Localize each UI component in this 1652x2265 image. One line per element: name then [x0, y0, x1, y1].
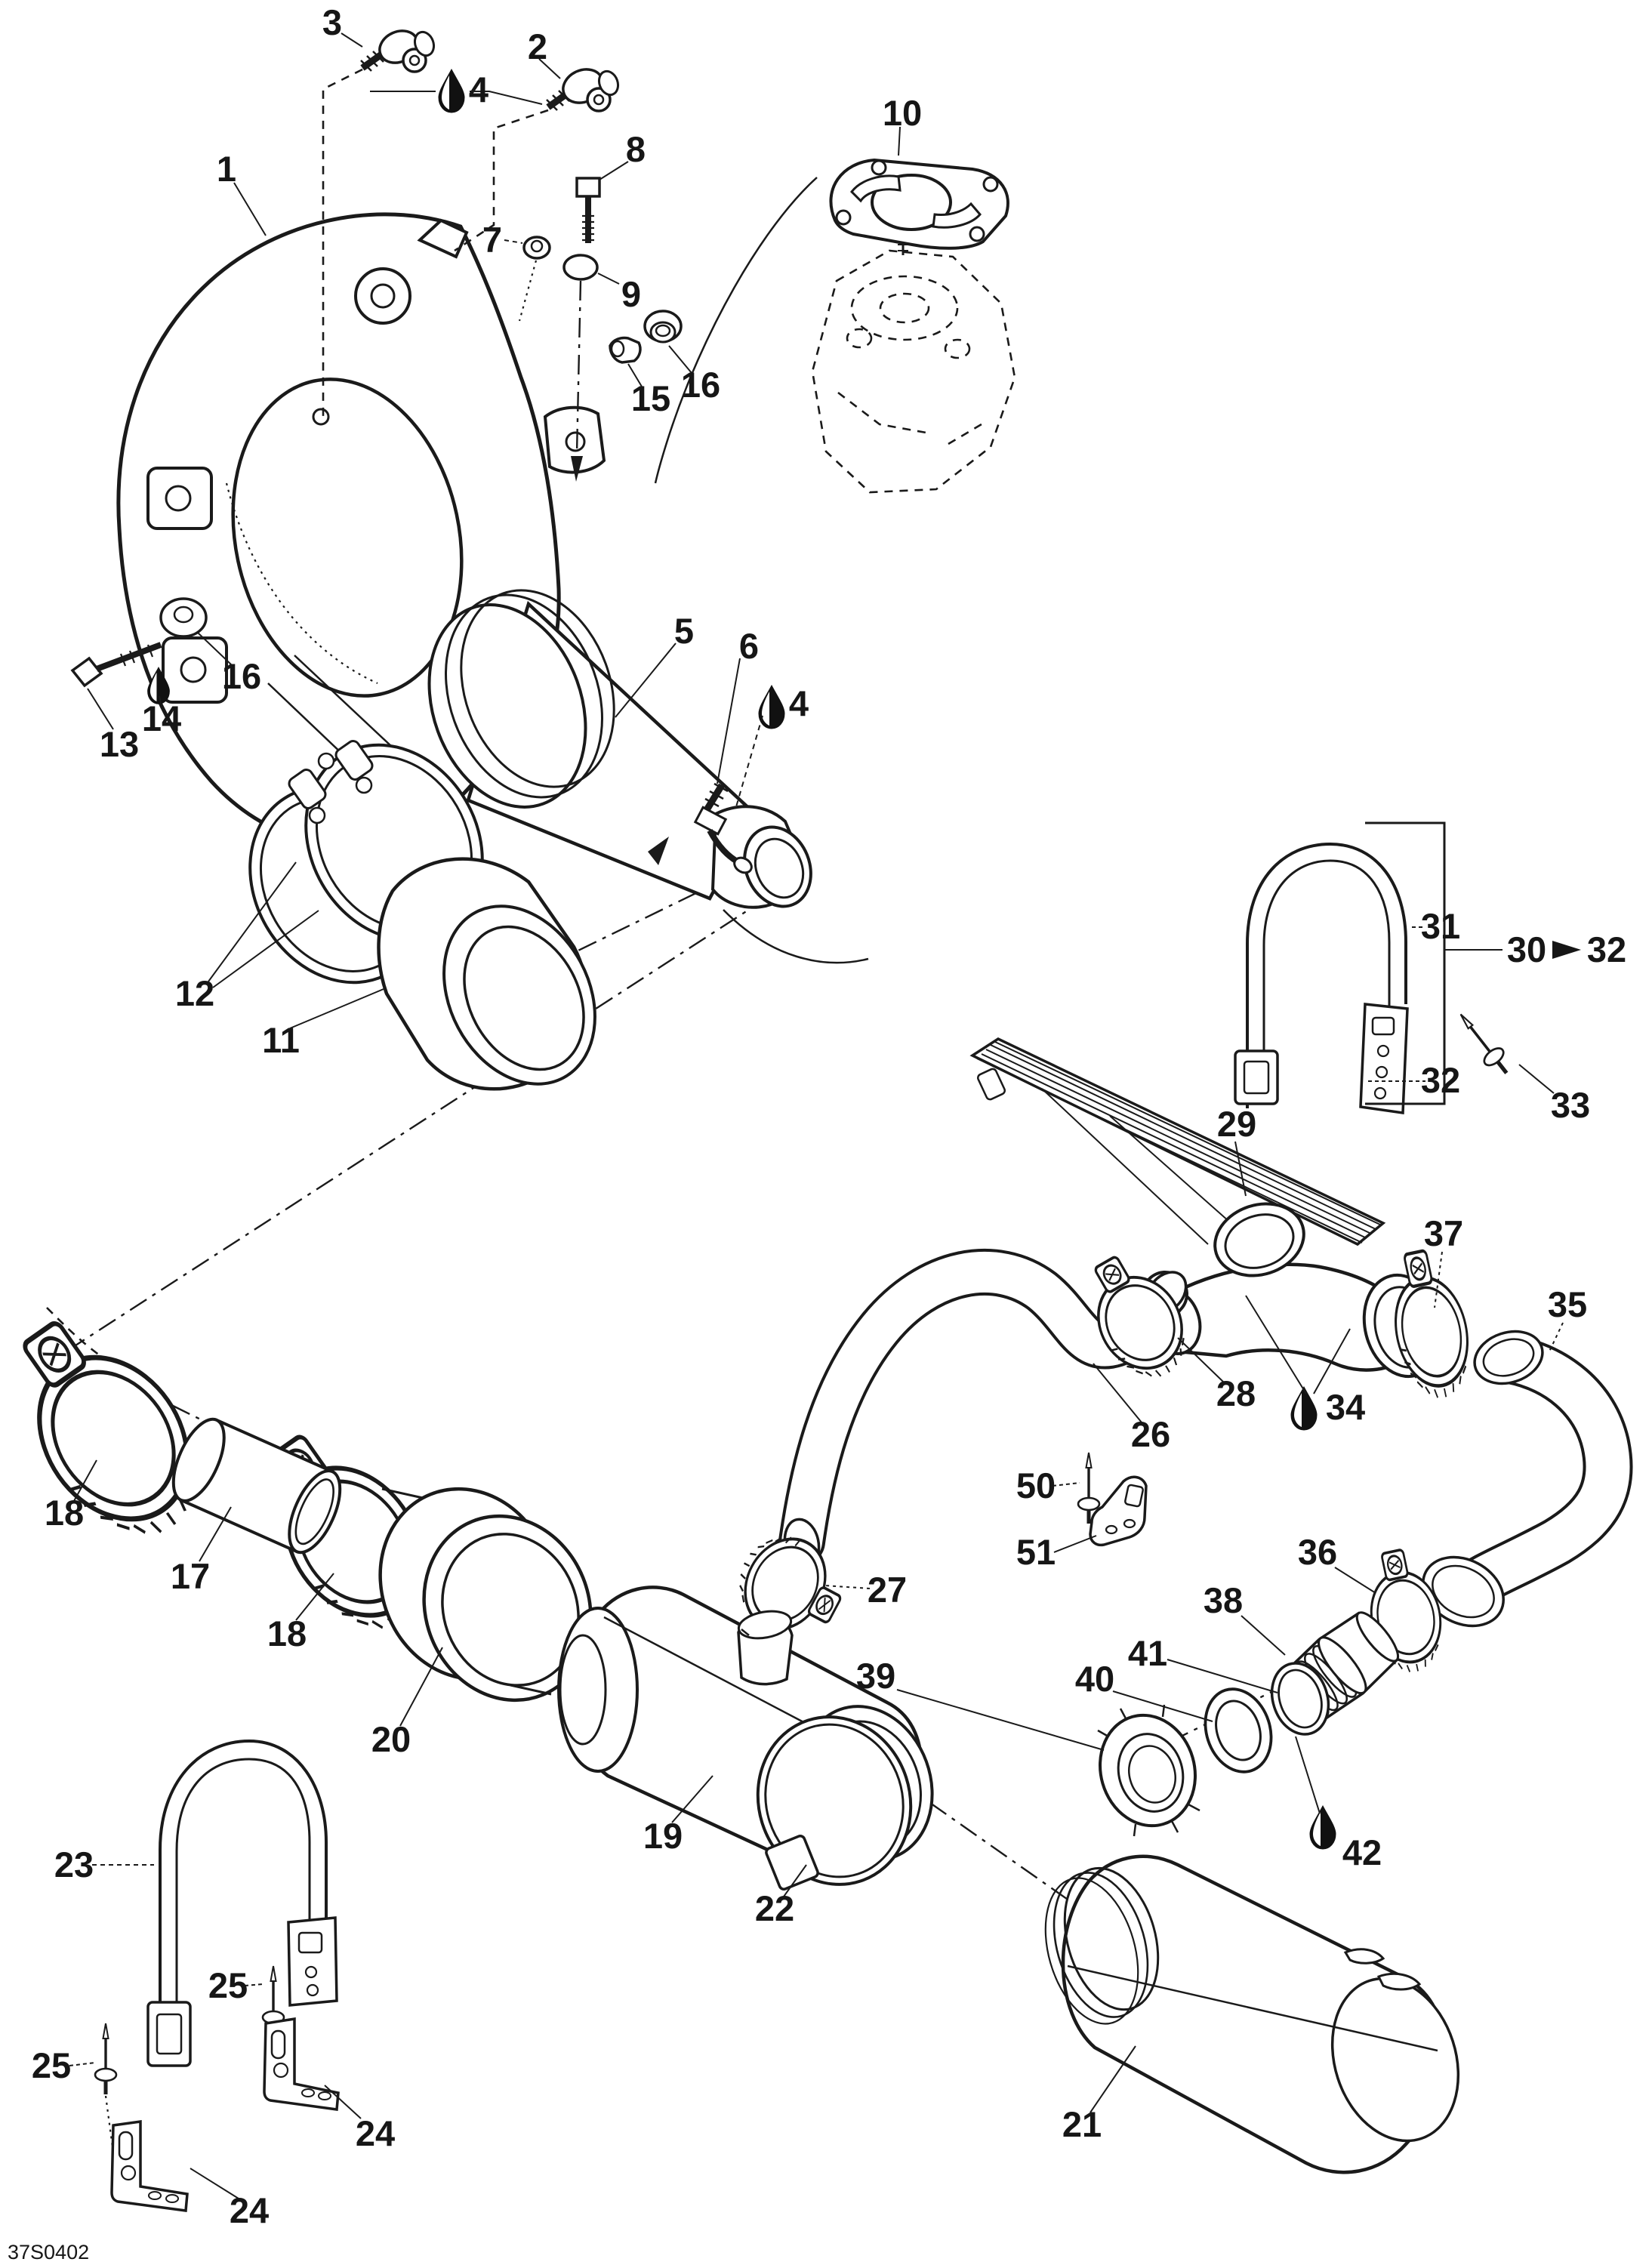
- callout-35: 35: [1548, 1284, 1587, 1324]
- part-13-bolt: [70, 642, 162, 688]
- callout-4-mid: 4: [789, 683, 809, 723]
- part-25-rivet-left: [95, 2023, 116, 2094]
- callout-labels: 3 2 4 1 8 10 7 9 16 15 13 14 16 5 6 4 12…: [32, 2, 1626, 2230]
- callout-20: 20: [371, 1719, 411, 1759]
- part-39-nut: [1097, 1704, 1200, 1837]
- part-2-fitting: [546, 68, 620, 112]
- callout-22: 22: [755, 1888, 794, 1928]
- part-3-fitting: [360, 29, 436, 73]
- callout-9: 9: [621, 274, 641, 314]
- part-15-bushing: [609, 336, 642, 364]
- part-31-strap: [1234, 842, 1409, 1115]
- callout-37: 37: [1424, 1213, 1463, 1253]
- part-11-boot: [377, 857, 596, 1091]
- callout-38: 38: [1204, 1580, 1243, 1620]
- callout-3: 3: [322, 2, 342, 42]
- part-9-washer: [562, 254, 599, 482]
- leader-lines: [69, 32, 1564, 2199]
- leader-dashed-3: [322, 68, 363, 417]
- range-arrow-icon: [1552, 941, 1581, 959]
- callout-29: 29: [1217, 1104, 1256, 1144]
- callout-15: 15: [631, 378, 670, 418]
- engine-manifold-hidden: [811, 228, 1016, 494]
- callout-13: 13: [100, 724, 139, 764]
- callout-10: 10: [883, 93, 922, 133]
- callout-1: 1: [217, 149, 236, 189]
- part-51-bracket: [1089, 1475, 1148, 1547]
- callout-14: 14: [142, 698, 181, 738]
- part-20-ring: [378, 1487, 593, 1703]
- callout-24-left: 24: [230, 2190, 269, 2230]
- callout-6: 6: [739, 626, 759, 666]
- callout-31: 31: [1421, 906, 1460, 946]
- part-7-nut: [518, 236, 551, 322]
- part-19-muffler: [557, 1586, 934, 1874]
- callout-16-top: 16: [681, 365, 720, 405]
- callout-5: 5: [674, 611, 694, 651]
- part-8-bolt: [575, 177, 601, 243]
- part-17-sleeve: [171, 1417, 342, 1555]
- callout-27: 27: [868, 1570, 907, 1610]
- routing-curve: [654, 177, 818, 484]
- callout-51: 51: [1016, 1532, 1056, 1572]
- part-37-clamp: [1381, 1245, 1480, 1404]
- callout-32: 32: [1421, 1060, 1460, 1100]
- part-16-bushing-top: [643, 310, 683, 344]
- callout-11: 11: [262, 1020, 300, 1060]
- droplet-icon: [1290, 1386, 1318, 1431]
- callout-4-top: 4: [469, 69, 489, 109]
- part-40-ring: [1204, 1687, 1273, 1773]
- callout-23: 23: [54, 1844, 94, 1884]
- callout-18-left: 18: [45, 1493, 84, 1533]
- callout-25-left: 25: [32, 2045, 71, 2085]
- callout-24-right: 24: [356, 2113, 395, 2153]
- part-21-resonator: [1044, 1854, 1460, 2174]
- callout-18-right: 18: [267, 1613, 307, 1653]
- part-35-hose: [1422, 1330, 1633, 1628]
- part-23-strap: [146, 1739, 338, 2067]
- callout-16-left: 16: [222, 656, 261, 696]
- rivet-guide-dashed: [104, 2095, 116, 2165]
- callout-50: 50: [1016, 1465, 1056, 1505]
- part-24-bracket-left: [110, 2119, 189, 2212]
- callout-39: 39: [856, 1656, 895, 1696]
- callout-33: 33: [1551, 1085, 1590, 1125]
- callout-25-right: 25: [208, 1965, 248, 2005]
- part-16-washer-left: [159, 597, 208, 638]
- callout-2: 2: [528, 26, 547, 66]
- bracket-box: [1365, 821, 1446, 1105]
- assembly-arrow-icon: [648, 837, 669, 865]
- part-41-oring: [1270, 1662, 1330, 1736]
- callout-7: 7: [482, 220, 502, 260]
- droplet-icon: [758, 685, 785, 729]
- part-29-ribbed-pipe: [969, 1037, 1386, 1257]
- callout-30-range-from: 30: [1507, 929, 1546, 969]
- callout-32-range-to: 32: [1587, 929, 1626, 969]
- callout-17: 17: [171, 1556, 210, 1596]
- callout-34: 34: [1326, 1387, 1365, 1427]
- part-22-clamp-ring: [756, 1715, 913, 1891]
- callout-28: 28: [1216, 1373, 1256, 1413]
- part-33-rivet: [1452, 1007, 1515, 1080]
- drawing-code: 37S0402: [8, 2241, 89, 2263]
- callout-41: 41: [1128, 1633, 1167, 1673]
- callout-12: 12: [175, 973, 214, 1013]
- droplet-icon: [1309, 1805, 1336, 1850]
- callout-21: 21: [1062, 2104, 1102, 2144]
- part-6-fitting: [693, 782, 753, 874]
- callout-8: 8: [626, 129, 646, 169]
- callout-36: 36: [1298, 1532, 1337, 1572]
- callout-40: 40: [1075, 1659, 1114, 1699]
- callout-26: 26: [1131, 1414, 1170, 1454]
- part-10-gasket: [829, 158, 1009, 250]
- callout-42: 42: [1342, 1832, 1382, 1872]
- droplet-icon: [438, 69, 465, 113]
- part-24-bracket-right: [263, 2017, 340, 2111]
- part-5-pipe-cone: [427, 589, 869, 964]
- callout-19: 19: [643, 1816, 683, 1856]
